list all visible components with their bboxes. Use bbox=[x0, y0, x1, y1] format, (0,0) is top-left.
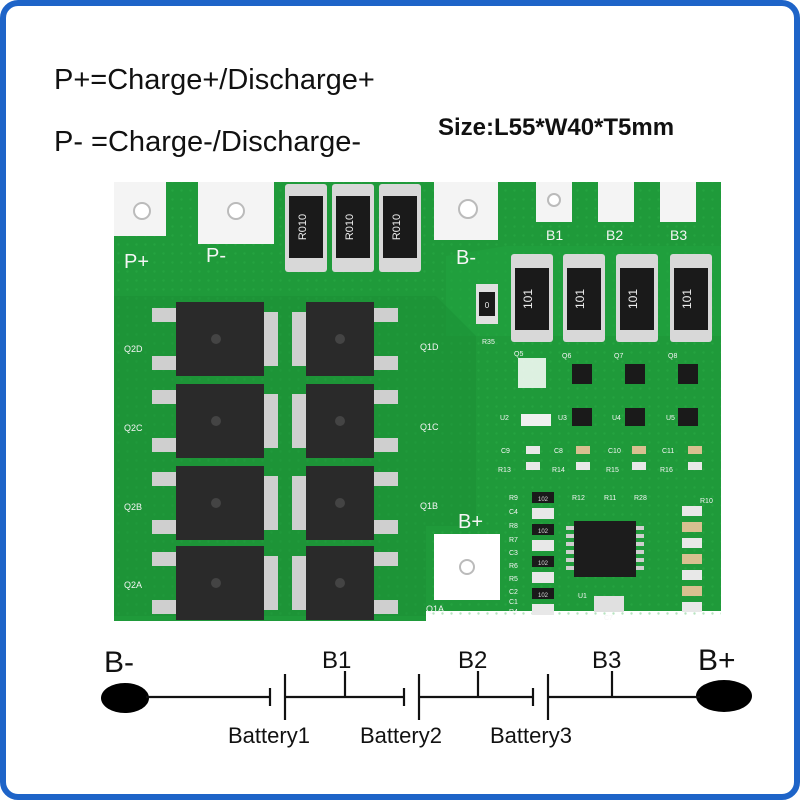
svg-text:Q6: Q6 bbox=[562, 353, 571, 360]
label-q2d: Q2D bbox=[124, 344, 143, 354]
svg-text:101: 101 bbox=[521, 289, 535, 309]
battery-label-3: Battery3 bbox=[490, 723, 572, 748]
svg-text:C7: C7 bbox=[604, 615, 613, 622]
svg-text:101: 101 bbox=[573, 289, 587, 309]
mosfet-left-column bbox=[152, 302, 278, 620]
svg-text:0: 0 bbox=[485, 301, 490, 310]
pad-label-b-plus: B+ bbox=[458, 511, 483, 533]
pad-label-b2: B2 bbox=[606, 227, 623, 243]
terminal-label-b-plus: B+ bbox=[698, 644, 736, 677]
svg-text:C9: C9 bbox=[501, 448, 510, 455]
svg-text:R15: R15 bbox=[606, 467, 619, 474]
svg-text:R8: R8 bbox=[509, 523, 518, 530]
svg-text:R010: R010 bbox=[297, 214, 309, 240]
pad-label-p-minus: P- bbox=[206, 245, 226, 267]
svg-text:U1: U1 bbox=[578, 593, 587, 600]
svg-text:U4: U4 bbox=[612, 415, 621, 422]
protection-ic bbox=[566, 521, 644, 612]
tap-label-b3: B3 bbox=[592, 647, 621, 674]
svg-text:R35: R35 bbox=[482, 339, 495, 346]
label-q1a: Q1A bbox=[426, 604, 444, 614]
pin-definition-negative: P- =Charge-/Discharge- bbox=[54, 126, 362, 158]
battery-label-1: Battery1 bbox=[228, 723, 310, 748]
pad-b2 bbox=[598, 182, 634, 222]
svg-text:102: 102 bbox=[538, 561, 549, 567]
terminal-label-b-minus: B- bbox=[104, 646, 134, 679]
label-q2a: Q2A bbox=[124, 580, 142, 590]
svg-text:R10: R10 bbox=[700, 498, 713, 505]
label-q1d: Q1D bbox=[420, 342, 439, 352]
svg-text:U2: U2 bbox=[500, 415, 509, 422]
pad-b3 bbox=[660, 182, 696, 222]
circuit-wires bbox=[146, 671, 700, 720]
pad-b-minus bbox=[434, 182, 498, 240]
label-q1b: Q1B bbox=[420, 501, 438, 511]
resistor-column: 102 102 102 102 bbox=[532, 492, 554, 615]
label-q2c: Q2C bbox=[124, 423, 143, 433]
smd-passives bbox=[526, 446, 702, 470]
svg-text:101: 101 bbox=[626, 289, 640, 309]
shunt-resistor-1: R010 bbox=[285, 184, 327, 272]
svg-text:Q7: Q7 bbox=[614, 353, 623, 360]
svg-text:102: 102 bbox=[538, 593, 549, 599]
svg-text:Q5: Q5 bbox=[514, 351, 523, 358]
svg-text:R7: R7 bbox=[509, 537, 518, 544]
balance-resistor-1: 101 bbox=[511, 254, 553, 342]
pad-label-p-plus: P+ bbox=[124, 251, 149, 273]
tap-label-b2: B2 bbox=[458, 647, 487, 674]
svg-text:R010: R010 bbox=[344, 214, 356, 240]
svg-text:C11: C11 bbox=[662, 448, 674, 455]
svg-text:R5: R5 bbox=[509, 576, 518, 583]
svg-text:Q8: Q8 bbox=[668, 353, 677, 360]
resistor-column-right bbox=[682, 506, 702, 612]
tap-label-b1: B1 bbox=[322, 647, 351, 674]
mosfet-right-column bbox=[292, 302, 398, 620]
battery-wiring-diagram: B- B+ B1 B2 B3 Battery1 Battery2 Battery… bbox=[101, 644, 752, 748]
battery-label-2: Battery2 bbox=[360, 723, 442, 748]
pcb-board: P+ P- B- B1 B2 B3 R010 R010 R010 0 bbox=[114, 182, 721, 622]
svg-text:102: 102 bbox=[538, 529, 549, 535]
shunt-resistor-2: R010 bbox=[332, 184, 374, 272]
component-designators: R35 Q5 Q6 Q7 Q8 U2 U3 U4 U5 C9 C8 C10 C1… bbox=[482, 339, 713, 622]
board-size-label: Size:L55*W40*T5mm bbox=[438, 114, 675, 141]
svg-text:R14: R14 bbox=[552, 467, 565, 474]
pad-p-minus bbox=[198, 182, 274, 244]
svg-text:C2: C2 bbox=[509, 589, 518, 596]
svg-text:C4: C4 bbox=[509, 509, 518, 516]
pad-label-b1: B1 bbox=[546, 227, 563, 243]
svg-text:C10: C10 bbox=[608, 448, 621, 455]
pad-label-b3: B3 bbox=[670, 227, 687, 243]
pad-p-plus bbox=[114, 182, 166, 236]
terminal-b-minus bbox=[101, 683, 149, 713]
svg-text:R16: R16 bbox=[660, 467, 673, 474]
balance-resistor-2: 101 bbox=[563, 254, 605, 342]
svg-text:C8: C8 bbox=[554, 448, 563, 455]
balance-resistor-3: 101 bbox=[616, 254, 658, 342]
pad-label-b-minus: B- bbox=[456, 247, 476, 269]
svg-text:R11: R11 bbox=[604, 495, 616, 502]
svg-text:U3: U3 bbox=[558, 415, 567, 422]
svg-text:R28: R28 bbox=[634, 495, 647, 502]
label-q1c: Q1C bbox=[420, 422, 439, 432]
svg-text:R13: R13 bbox=[498, 467, 511, 474]
small-transistors bbox=[518, 358, 698, 426]
label-q2b: Q2B bbox=[124, 502, 142, 512]
svg-text:R010: R010 bbox=[391, 214, 403, 240]
svg-text:U5: U5 bbox=[666, 415, 675, 422]
svg-text:102: 102 bbox=[538, 497, 549, 503]
svg-text:R12: R12 bbox=[572, 495, 585, 502]
svg-text:R6: R6 bbox=[509, 563, 518, 570]
terminal-b-plus bbox=[696, 680, 752, 712]
svg-text:R9: R9 bbox=[509, 495, 518, 502]
svg-text:101: 101 bbox=[680, 289, 694, 309]
svg-text:C3: C3 bbox=[509, 550, 518, 557]
shunt-resistor-3: R010 bbox=[379, 184, 421, 272]
small-resistor: 0 bbox=[476, 284, 498, 324]
svg-text:R4: R4 bbox=[509, 609, 518, 616]
pad-b-plus bbox=[434, 534, 500, 600]
pin-definition-positive: P+=Charge+/Discharge+ bbox=[54, 64, 375, 96]
balance-resistor-4: 101 bbox=[670, 254, 712, 342]
svg-text:C1: C1 bbox=[509, 599, 518, 606]
